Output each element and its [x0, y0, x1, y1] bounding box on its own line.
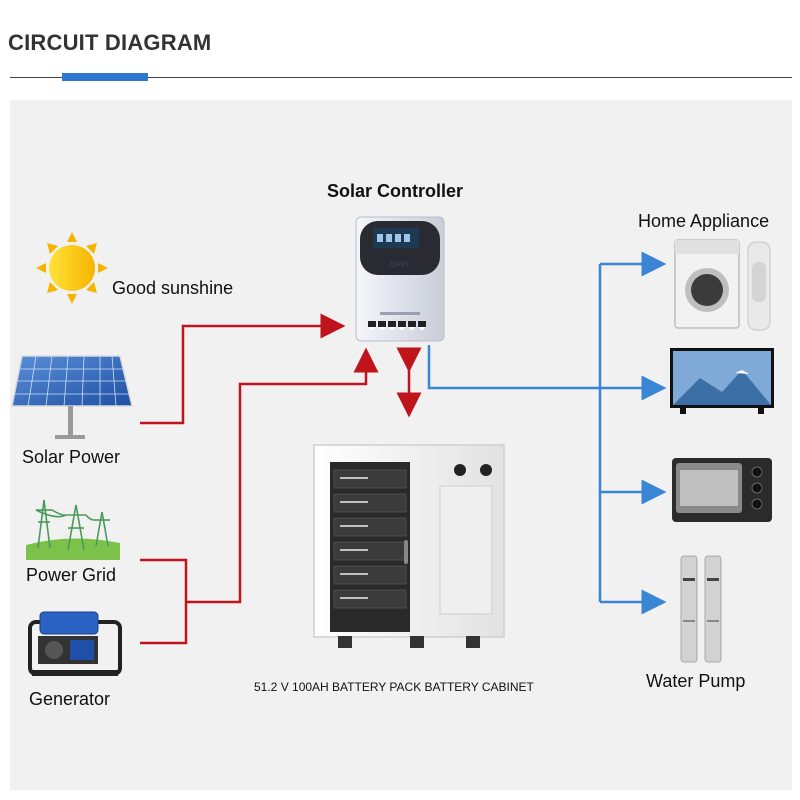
- washing-machine-icon: [674, 239, 740, 329]
- power-grid-label: Power Grid: [26, 565, 117, 585]
- controller-label: Solar Controller: [327, 181, 464, 201]
- solar-power-label: Solar Power: [22, 447, 121, 467]
- tv-icon: [670, 348, 774, 414]
- solar-input-line: [140, 313, 346, 425]
- sun-icon: [36, 232, 108, 304]
- water-pump-label: Water Pump: [646, 671, 746, 691]
- controller-output-line: [427, 345, 600, 390]
- generator-label: Generator: [29, 689, 111, 709]
- power-grid-icon: [26, 499, 120, 560]
- solar-panel-icon: [11, 355, 133, 439]
- solar-controller-device: [355, 216, 445, 342]
- input-lines: [140, 313, 422, 645]
- sunshine-label: Good sunshine: [112, 278, 234, 298]
- header-divider: [10, 77, 792, 78]
- header-accent-bar: [62, 73, 148, 81]
- battery-cabinet-device: [313, 444, 505, 648]
- oven-icon: [672, 458, 772, 522]
- home-appliance-label: Home Appliance: [638, 211, 770, 231]
- header-title: CIRCUIT DIAGRAM: [8, 30, 212, 55]
- grid-input-line: [140, 558, 188, 645]
- grid-to-controller-line: [186, 347, 379, 604]
- air-conditioner-icon: [747, 241, 771, 331]
- water-pump-icon: [680, 555, 722, 663]
- generator-icon: [28, 611, 122, 676]
- output-lines: [427, 251, 667, 615]
- battery-cabinet-label: 51.2 V 100AH BATTERY PACK BATTERY CABINE…: [254, 680, 534, 694]
- controller-badge: MPPT: [390, 262, 410, 269]
